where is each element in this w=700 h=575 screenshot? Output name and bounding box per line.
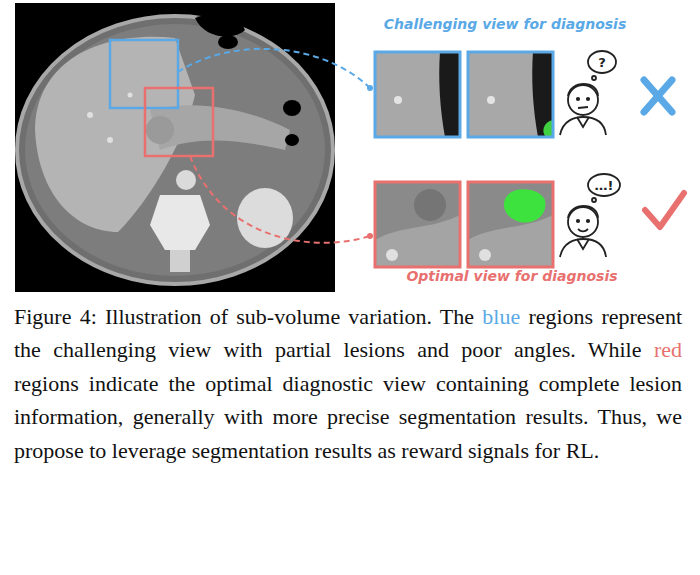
leader-dot <box>367 85 373 91</box>
crop-image <box>468 52 553 137</box>
crop-image <box>375 52 460 137</box>
figure-caption: Figure 4: Illustration of sub-volume var… <box>14 300 682 467</box>
ct-scan <box>15 3 335 292</box>
leader-curve <box>178 49 370 88</box>
thought-text: …! <box>595 178 614 193</box>
doctor-icon <box>560 174 620 257</box>
check-mark <box>645 193 684 227</box>
view-heading: Challenging view for diagnosis <box>384 16 626 32</box>
thought-text: ? <box>598 55 606 70</box>
cross-mark <box>644 80 672 112</box>
crop-image <box>375 182 460 267</box>
crop-image <box>468 182 553 267</box>
leader-dot <box>367 233 373 239</box>
doctor-icon <box>560 51 616 135</box>
view-heading: Optimal view for diagnosis <box>406 268 617 284</box>
leader-curve <box>190 156 370 243</box>
